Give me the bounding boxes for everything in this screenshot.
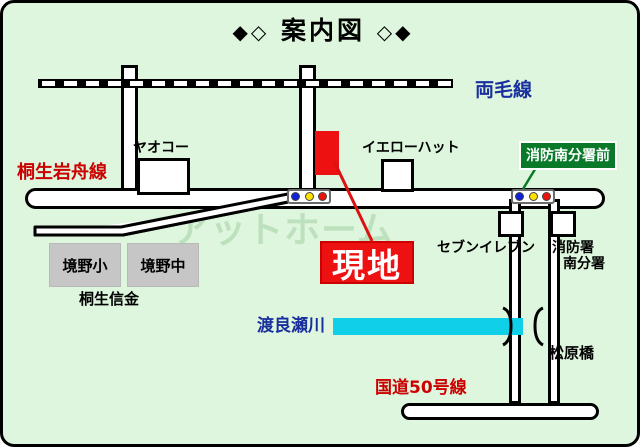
signal-bulb-blue-icon — [291, 192, 300, 201]
diamond-filled-left-icon: ◆ — [232, 20, 251, 44]
signal-bulb-yellow-icon — [304, 192, 314, 201]
label-yaoko: ヤオコー — [133, 140, 189, 156]
label-ryomo-line: 両毛線 — [475, 79, 533, 101]
building-seven-eleven — [498, 211, 524, 237]
diamond-open-left-icon: ◇ — [250, 20, 270, 44]
site-label-box: 現地 — [320, 241, 414, 285]
building-fire-station — [550, 211, 576, 237]
river-watarase — [333, 318, 523, 335]
signal-bulb-blue-icon — [515, 192, 524, 201]
building-yaoko — [137, 158, 190, 195]
label-yellow-hat: イエローハット — [362, 140, 460, 156]
signal-bulb-red-icon — [318, 192, 327, 201]
station-badge-shobo-minami-bunsho-mae: 消防南分署前 — [519, 141, 617, 170]
label-route-50: 国道50号線 — [375, 378, 467, 398]
label-watarase-river: 渡良瀬川 — [257, 316, 325, 336]
diamond-filled-right-icon: ◆ — [395, 20, 414, 44]
title-text: 案内図 — [280, 16, 365, 45]
label-fire-station-line2: 南分署 — [563, 256, 605, 272]
signal-bulb-red-icon — [542, 192, 551, 201]
signal-bulb-yellow-icon — [528, 192, 538, 201]
building-sakaino-elementary: 境野小 — [49, 243, 121, 287]
building-yellow-hat — [381, 159, 414, 192]
site-marker-rect — [315, 131, 339, 175]
railway-ryomo-line — [38, 79, 453, 88]
diamond-open-right-icon: ◇ — [376, 20, 396, 44]
label-kiryu-shinkin-bank: 桐生信金 — [79, 290, 140, 308]
traffic-signal-fire-station — [511, 189, 555, 204]
road-route-50 — [401, 403, 599, 420]
bridge-matsubara-brackets — [502, 306, 544, 347]
building-sakaino-junior-high: 境野中 — [127, 243, 199, 287]
site-leader-line — [332, 160, 374, 242]
label-matsubara-bridge: 松原橋 — [549, 344, 595, 362]
traffic-signal-site — [287, 189, 331, 204]
label-kiryu-iwafune-line: 桐生岩舟線 — [17, 162, 107, 183]
label-fire-station-line1: 消防署 — [552, 240, 594, 256]
page-title: ◆◇ 案内図 ◇◆ — [3, 11, 637, 47]
label-seven-eleven: セブンイレブン — [437, 240, 535, 256]
